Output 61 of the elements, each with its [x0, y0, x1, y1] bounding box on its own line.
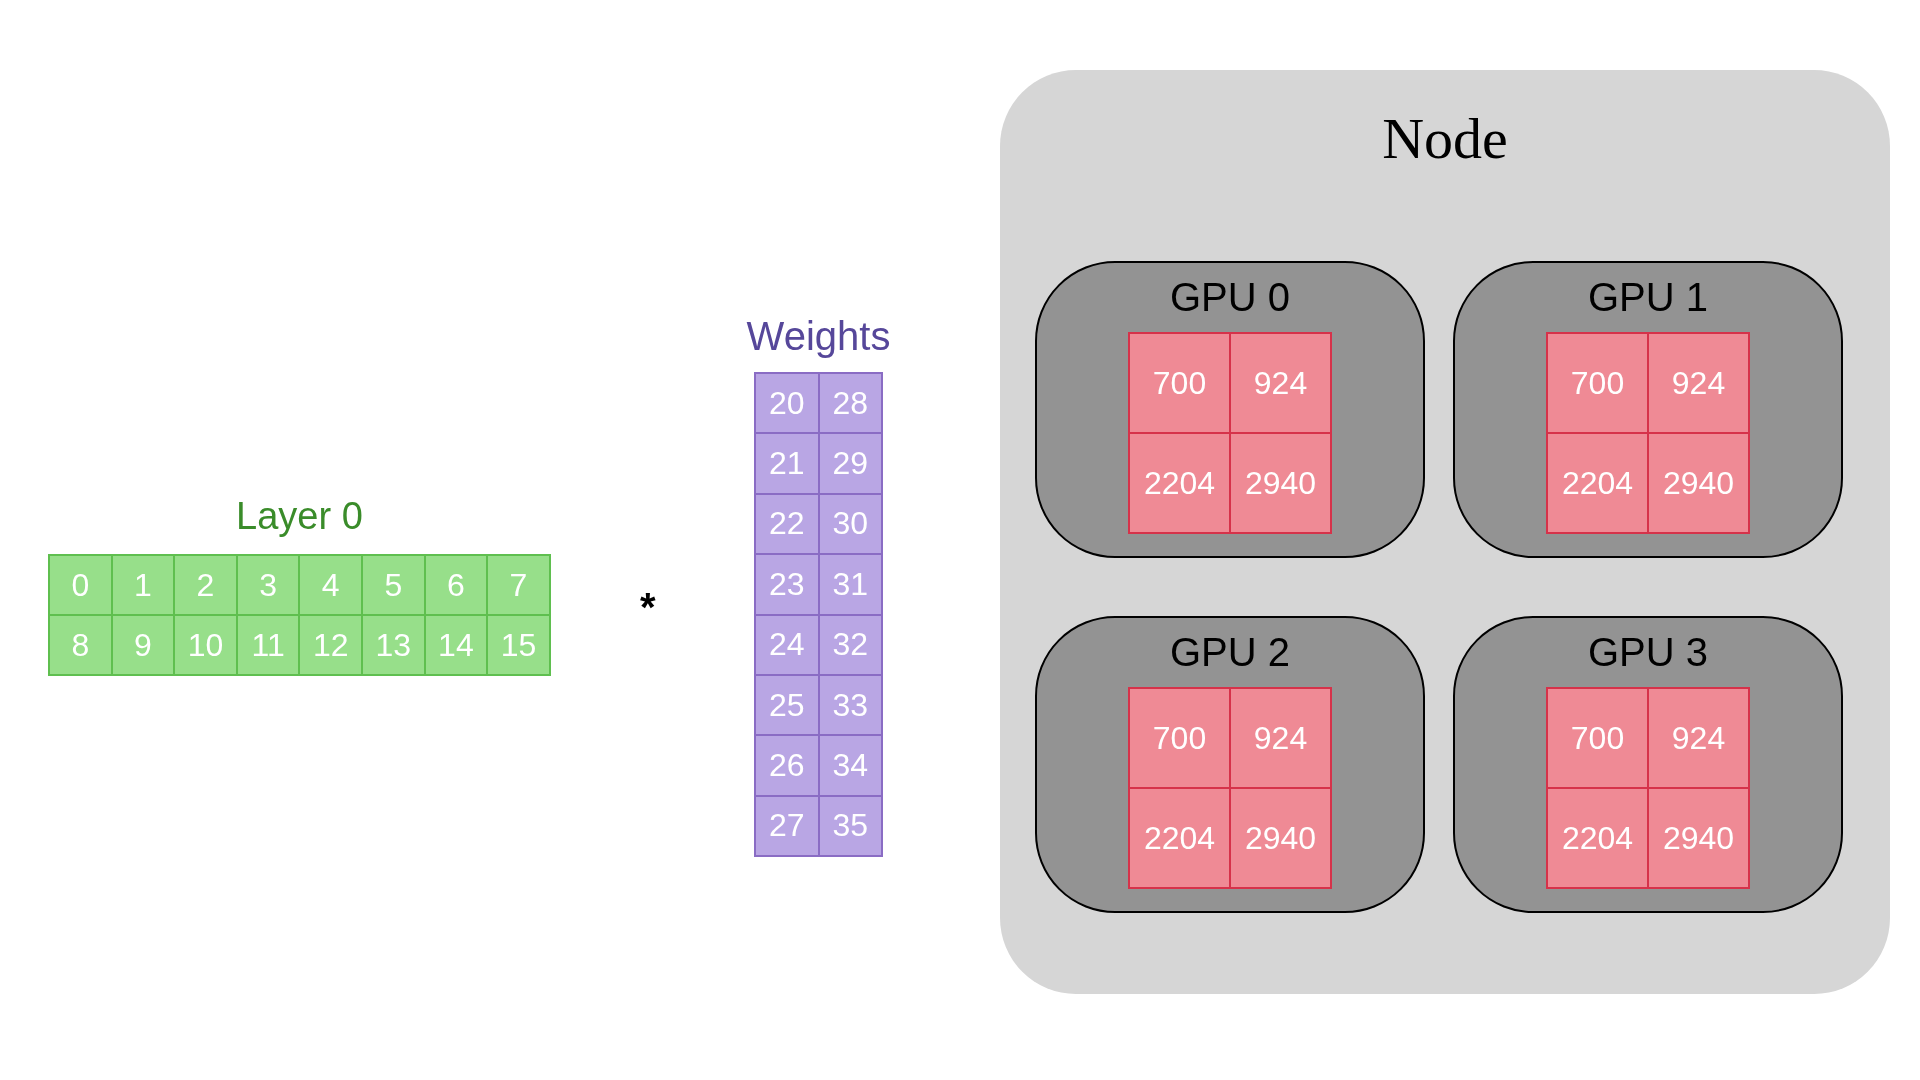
- table-cell: 13: [361, 614, 426, 676]
- table-cell: 11: [235, 614, 301, 676]
- gpu-title: GPU 0: [1169, 274, 1290, 321]
- table-cell: 2: [173, 554, 238, 616]
- table-cell: 924: [1229, 332, 1332, 434]
- table-cell: 6: [423, 554, 489, 616]
- table-title: Layer 0: [236, 494, 363, 539]
- gpu-box: [1035, 261, 1425, 558]
- table-cell: 0: [48, 554, 113, 616]
- gpu-title: GPU 3: [1587, 629, 1708, 676]
- table-cell: 2204: [1546, 787, 1649, 889]
- table-cell: 30: [817, 492, 883, 556]
- table-cell: 2940: [1647, 787, 1750, 889]
- table-cell: 7: [486, 554, 551, 616]
- gpu-title: GPU 1: [1587, 274, 1708, 321]
- table-cell: 26: [754, 734, 820, 797]
- table-cell: 22: [754, 492, 820, 556]
- table-cell: 33: [817, 673, 883, 737]
- table-cell: 700: [1128, 687, 1231, 789]
- table-cell: 2940: [1229, 432, 1332, 534]
- table-cell: 700: [1128, 332, 1231, 434]
- gpu-box: [1453, 616, 1843, 913]
- table-title: Weights: [746, 313, 891, 360]
- table-cell: 3: [235, 554, 301, 616]
- table-cell: 14: [423, 614, 489, 676]
- table-cell: 4: [298, 554, 363, 616]
- table-cell: 2940: [1229, 787, 1332, 889]
- container-title: Node: [1382, 110, 1508, 168]
- table-cell: 2204: [1128, 432, 1231, 534]
- table-cell: 8: [48, 614, 113, 676]
- table-cell: 31: [817, 553, 883, 616]
- table-cell: 25: [754, 673, 820, 737]
- table-cell: 5: [361, 554, 426, 616]
- table-cell: 9: [110, 614, 176, 676]
- table-cell: 2940: [1647, 432, 1750, 534]
- table-cell: 10: [173, 614, 238, 676]
- gpu-box: [1035, 616, 1425, 913]
- table-cell: 924: [1647, 332, 1750, 434]
- table-cell: 924: [1647, 687, 1750, 789]
- table-cell: 2204: [1546, 432, 1649, 534]
- multiplication-sign: *: [640, 585, 656, 630]
- table-cell: 29: [817, 432, 883, 495]
- gpu-title: GPU 2: [1169, 629, 1290, 676]
- table-cell: 28: [817, 372, 883, 435]
- table-cell: 20: [754, 372, 820, 435]
- table-cell: 35: [817, 794, 883, 858]
- table-cell: 1: [110, 554, 176, 616]
- table-cell: 2204: [1128, 787, 1231, 889]
- table-cell: 924: [1229, 687, 1332, 789]
- node-container: [1000, 70, 1890, 994]
- table-cell: 15: [486, 614, 551, 676]
- table-cell: 700: [1546, 687, 1649, 789]
- table-cell: 12: [298, 614, 363, 676]
- table-cell: 32: [817, 613, 883, 676]
- table-cell: 24: [754, 613, 820, 676]
- table-cell: 27: [754, 794, 820, 858]
- gpu-box: [1453, 261, 1843, 558]
- table-cell: 700: [1546, 332, 1649, 434]
- table-cell: 23: [754, 553, 820, 616]
- table-cell: 21: [754, 432, 820, 495]
- table-cell: 34: [817, 734, 883, 797]
